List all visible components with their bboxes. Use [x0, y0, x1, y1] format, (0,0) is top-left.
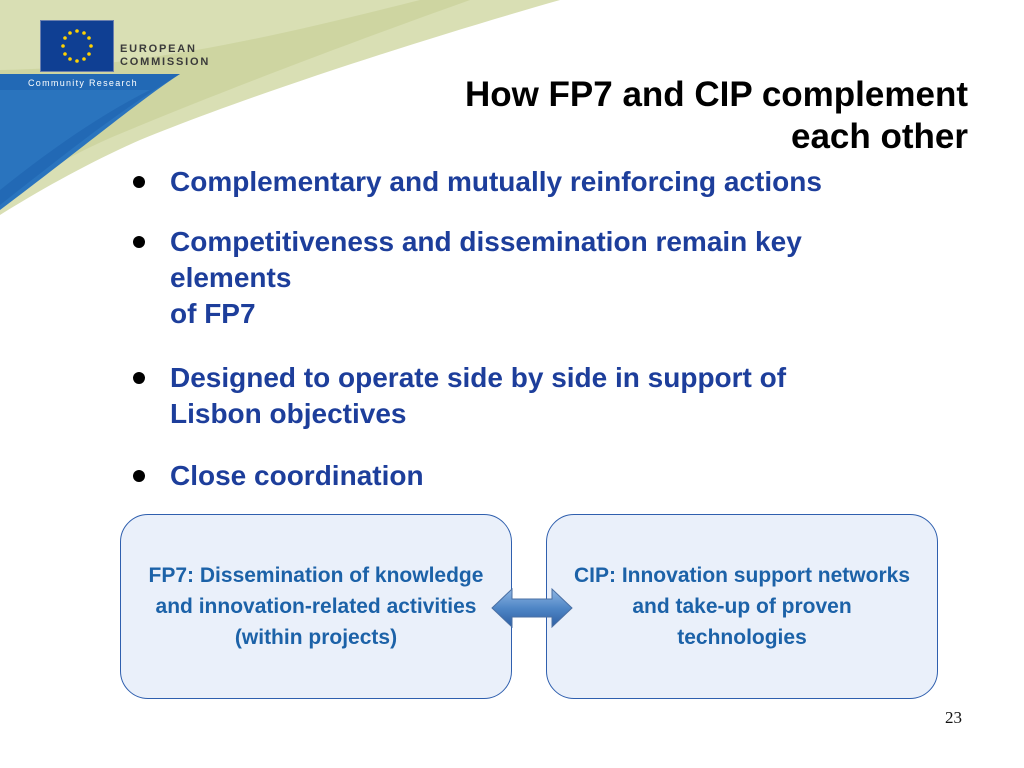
commission-wordmark: EUROPEAN COMMISSION — [120, 43, 210, 69]
bullet-text: Complementary and mutually reinforcing a… — [170, 166, 822, 197]
bullet-dot-icon — [133, 236, 145, 248]
bullet-dot-icon — [133, 176, 145, 188]
bullet-item: Close coordination — [130, 458, 990, 494]
fp7-box-text: FP7: Dissemination of knowledge and inno… — [148, 564, 484, 649]
cip-box-text: CIP: Innovation support networks and tak… — [573, 564, 910, 649]
bullet-list: Complementary and mutually reinforcing a… — [130, 164, 990, 494]
eu-flag-icon — [40, 20, 114, 72]
cip-box: CIP: Innovation support networks and tak… — [546, 514, 938, 699]
title-line1: How FP7 and CIP complement — [464, 75, 968, 114]
wordmark-line2: COMMISSION — [120, 56, 211, 68]
bullet-item: Competitiveness and dissemination remain… — [130, 224, 990, 332]
bullet-text: Designed to operate side by side in supp… — [170, 362, 787, 429]
bullet-dot-icon — [133, 372, 145, 384]
bullet-text: Competitiveness and dissemination remain… — [170, 226, 802, 329]
title-line2: each other — [791, 117, 968, 156]
header-swoosh — [0, 0, 560, 215]
slide-title: How FP7 and CIP complement each other — [465, 74, 968, 158]
fp7-box: FP7: Dissemination of knowledge and inno… — [120, 514, 512, 699]
bullet-text: Close coordination — [170, 460, 424, 491]
bullet-item: Designed to operate side by side in supp… — [130, 360, 990, 432]
bullet-dot-icon — [133, 470, 145, 482]
wordmark-line1: EUROPEAN — [120, 43, 197, 55]
bullet-item: Complementary and mutually reinforcing a… — [130, 164, 990, 200]
page-number: 23 — [945, 708, 962, 727]
community-research-label: Community Research — [28, 78, 138, 88]
double-arrow-icon — [491, 587, 573, 629]
